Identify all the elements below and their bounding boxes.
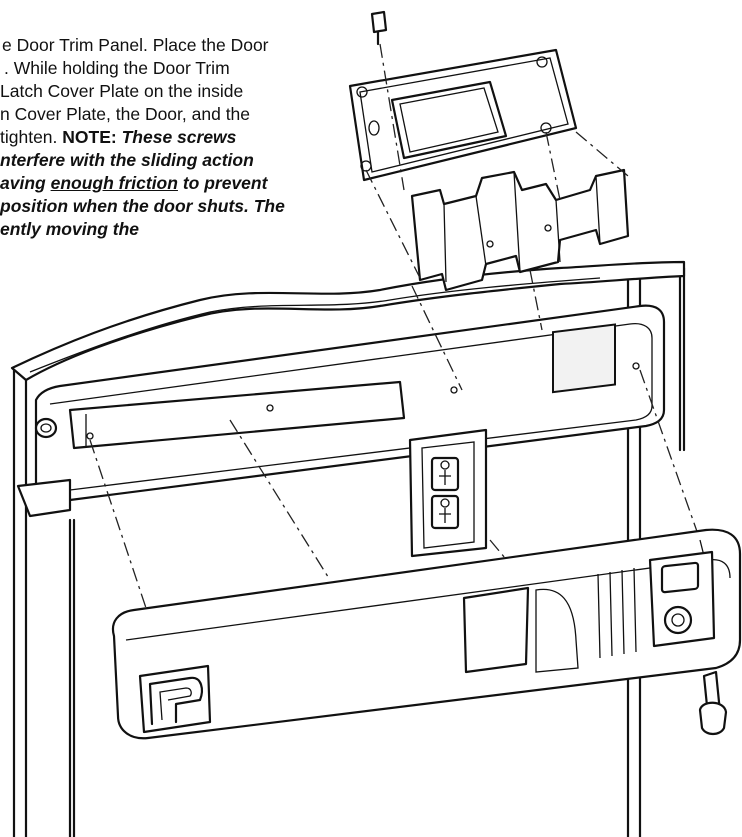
latch-housing — [16, 304, 666, 518]
instruction-line-5: tighten. NOTE: These screws — [0, 126, 236, 149]
instruction-text: e Door Trim Panel. Place the Door . Whil… — [0, 34, 380, 334]
person-icon — [440, 498, 450, 508]
instruction-line-7: aving enough friction to prevent — [0, 172, 267, 195]
latch-slider — [408, 428, 488, 558]
note-text-2: nterfere with the sliding action — [0, 150, 254, 170]
latch-bracket — [410, 168, 630, 292]
instruction-line-3-text: Latch Cover Plate on the inside — [0, 81, 244, 101]
instruction-line-2: . While holding the Door Trim — [4, 57, 230, 80]
note-text-4: position when the door shuts. The — [0, 196, 285, 216]
instruction-line-3: Latch Cover Plate on the inside — [0, 80, 243, 103]
note-text-3b: enough friction — [50, 173, 178, 193]
note-text-1: These screws — [121, 127, 237, 147]
note-text-5: ently moving the — [0, 219, 140, 239]
instruction-line-4-text: n Cover Plate, the Door, and the — [0, 104, 251, 124]
screw-top — [370, 10, 388, 46]
instruction-line-1-text: e Door Trim Panel. Place the Door — [2, 35, 269, 55]
person-icon — [440, 460, 450, 470]
screw-bottom — [698, 670, 728, 736]
note-text-3c: to prevent — [182, 173, 268, 193]
note-text-3a: aving — [0, 173, 46, 193]
instruction-line-2-text: . While holding the Door Trim — [4, 58, 230, 78]
door-trim-panel — [111, 528, 742, 740]
instruction-line-1: e Door Trim Panel. Place the Door — [2, 34, 269, 57]
instruction-line-4: n Cover Plate, the Door, and the — [0, 103, 250, 126]
instruction-line-5-text: tighten. — [0, 127, 58, 147]
instruction-line-6: nterfere with the sliding action — [0, 149, 254, 172]
latch-cover-plate — [348, 48, 578, 182]
note-label: NOTE: — [62, 127, 117, 147]
brand-logo — [138, 664, 212, 734]
door-top-edge — [10, 260, 686, 382]
instruction-line-9: ently moving the — [0, 218, 139, 241]
instruction-line-8: position when the door shuts. The — [0, 195, 285, 218]
